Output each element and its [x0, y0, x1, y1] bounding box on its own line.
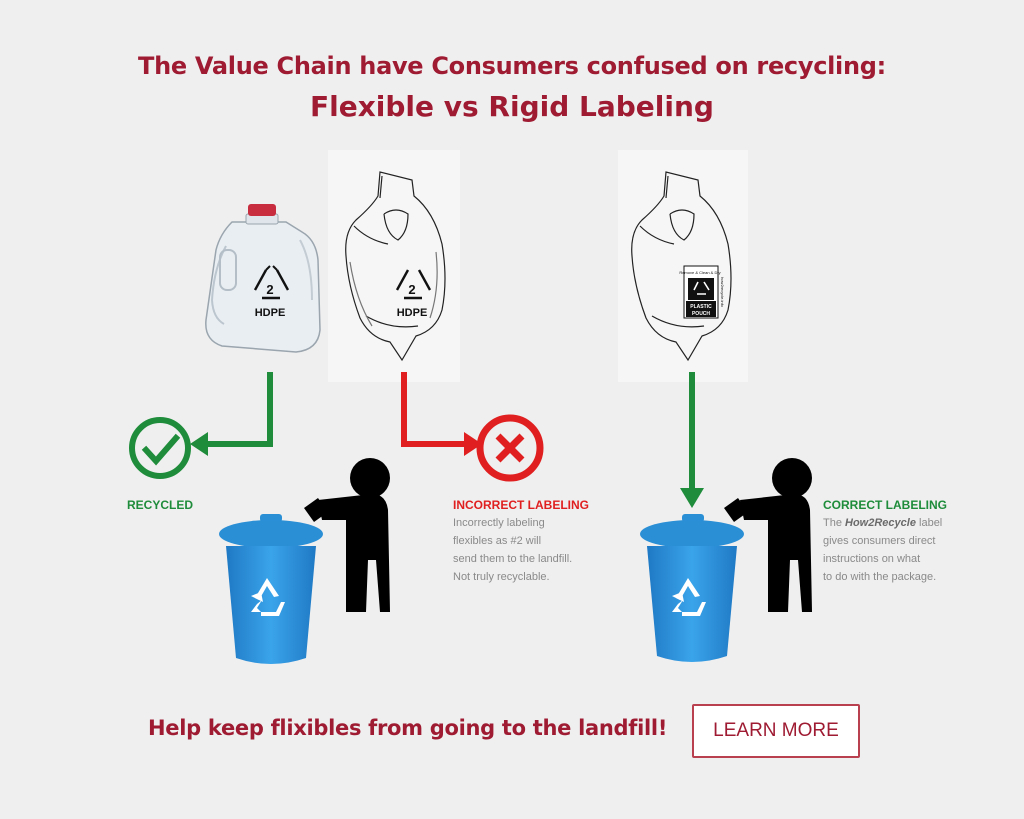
description-line: send them to the landfill.	[453, 553, 573, 565]
person-icon	[304, 458, 390, 612]
recycled-arrow	[190, 372, 273, 456]
resin-number: 2	[266, 282, 273, 297]
correct-arrow	[680, 372, 704, 508]
incorrect-arrow	[401, 372, 482, 456]
description-line: gives consumers direct	[823, 535, 936, 547]
pouch-icon	[345, 171, 446, 362]
description-line: instructions on what	[823, 553, 921, 565]
resin-code: HDPE	[397, 307, 428, 319]
recycle-bin-icon	[219, 514, 323, 664]
learn-more-button[interactable]: LEARN MORE	[692, 704, 860, 758]
description-line: The How2Recycle label	[823, 517, 943, 529]
title-line-1: The Value Chain have Consumers confused …	[138, 52, 886, 80]
how2recycle-label: Remove & Clean & Dry PLASTIC POUCH how2r…	[679, 265, 725, 319]
description-line: to do with the package.	[823, 571, 937, 583]
milk-jug-icon: 2 HDPE	[205, 204, 321, 353]
incorrect-caption: INCORRECT LABELING	[453, 498, 589, 512]
correct-description: The How2Recycle label gives consumers di…	[823, 514, 942, 586]
description-line: Incorrectly labeling	[453, 517, 545, 529]
person-icon	[724, 458, 812, 612]
svg-text:PLASTIC: PLASTIC	[690, 304, 712, 310]
resin-code: HDPE	[255, 307, 286, 319]
svg-text:how2recycle.info: how2recycle.info	[720, 277, 725, 308]
recycled-caption: RECYCLED	[127, 498, 194, 512]
call-to-action-text: Help keep flixibles from going to the la…	[148, 716, 668, 740]
pouch-icon	[631, 171, 732, 362]
check-circle-icon	[129, 417, 191, 479]
svg-text:Remove & Clean & Dry: Remove & Clean & Dry	[679, 270, 720, 275]
recycle-bin-icon	[640, 514, 744, 662]
resin-number: 2	[408, 282, 415, 297]
correct-caption: CORRECT LABELING	[823, 498, 947, 512]
svg-text:POUCH: POUCH	[692, 311, 710, 317]
title-line-2: Flexible vs Rigid Labeling	[310, 90, 714, 123]
description-line: flexibles as #2 will	[453, 535, 542, 547]
description-line: Not truly recyclable.	[453, 571, 550, 583]
incorrect-description: Incorrectly labeling flexibles as #2 wil…	[453, 514, 572, 586]
x-circle-icon	[476, 414, 544, 482]
